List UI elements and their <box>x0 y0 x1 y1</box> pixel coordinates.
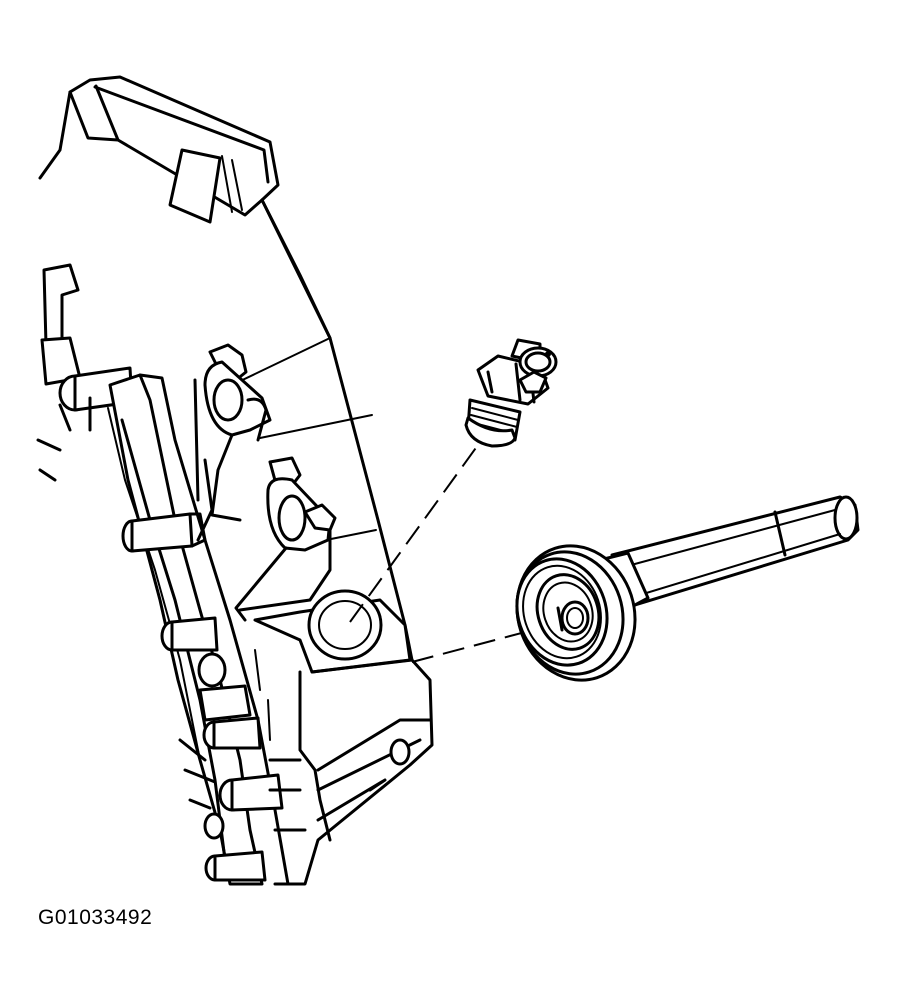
figure-id-label: G01033492 <box>38 906 153 929</box>
transmission-diagram <box>36 75 860 886</box>
transmission-case <box>36 75 434 886</box>
installer-tool <box>515 495 860 682</box>
sensor-alignment-line <box>349 444 479 623</box>
pressure-switch <box>464 338 558 448</box>
